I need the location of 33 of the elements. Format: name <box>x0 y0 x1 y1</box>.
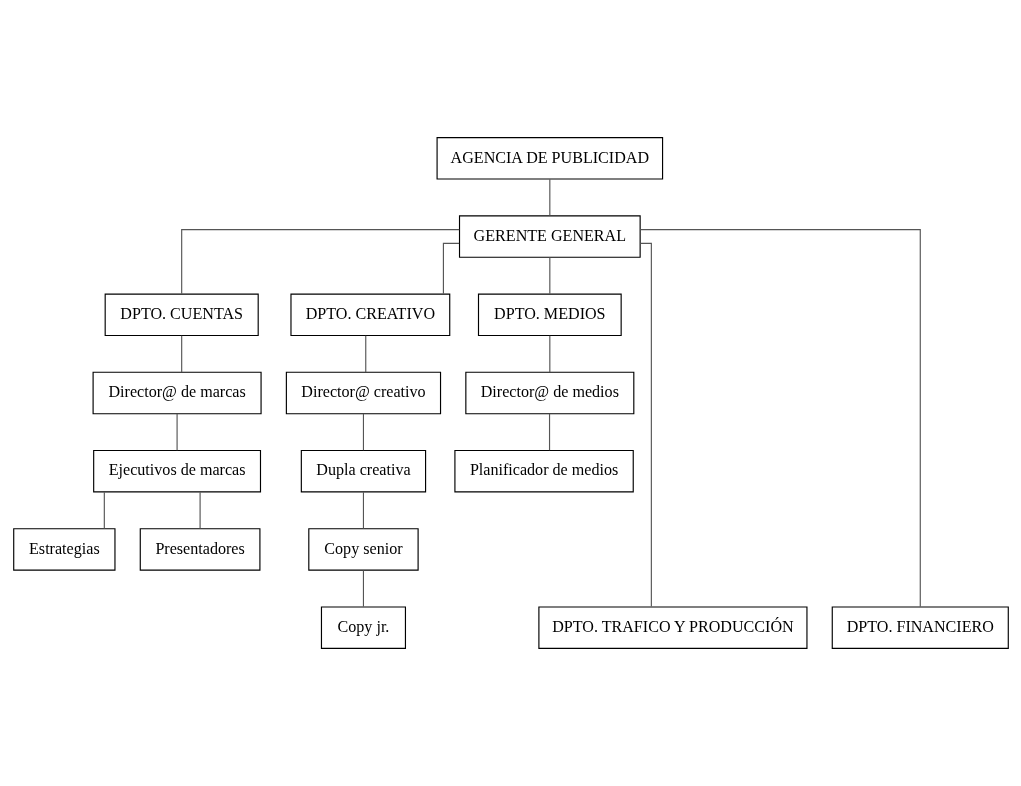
node-box: Planificador de medios <box>453 449 634 493</box>
node-box: DPTO. CUENTAS <box>104 293 259 337</box>
connector <box>176 413 178 451</box>
connector <box>362 569 364 608</box>
connector <box>548 413 550 451</box>
node-box: Director@ creativo <box>285 371 441 415</box>
connector <box>548 335 550 373</box>
connector <box>180 335 182 373</box>
connector <box>180 229 460 295</box>
node-box: Director@ de marcas <box>92 371 262 415</box>
connector <box>442 242 460 295</box>
node-box: DPTO. FINANCIERO <box>831 606 1009 649</box>
node-box: Ejecutivos de marcas <box>92 449 261 493</box>
node-box: Presentadores <box>139 528 260 571</box>
connector <box>639 229 921 608</box>
node-box: Director@ de medios <box>464 371 634 415</box>
node-box: Dupla creativa <box>300 449 426 493</box>
node-box: AGENCIA DE PUBLICIDAD <box>436 137 663 180</box>
node-box: Copy senior <box>307 528 419 571</box>
node-box: DPTO. TRAFICO Y PRODUCCIÓN <box>537 606 808 649</box>
node-box: DPTO. MEDIOS <box>477 293 622 337</box>
connector <box>639 242 652 608</box>
connector <box>199 491 201 529</box>
connector <box>548 256 550 295</box>
node-box: Estrategias <box>12 528 116 571</box>
node-box: GERENTE GENERAL <box>458 215 641 258</box>
connector <box>548 178 550 217</box>
connector <box>103 491 105 529</box>
connector <box>364 335 366 373</box>
connector <box>362 413 364 451</box>
node-box: Copy jr. <box>320 606 406 649</box>
connector <box>362 491 364 529</box>
node-box: DPTO. CREATIVO <box>289 293 450 337</box>
